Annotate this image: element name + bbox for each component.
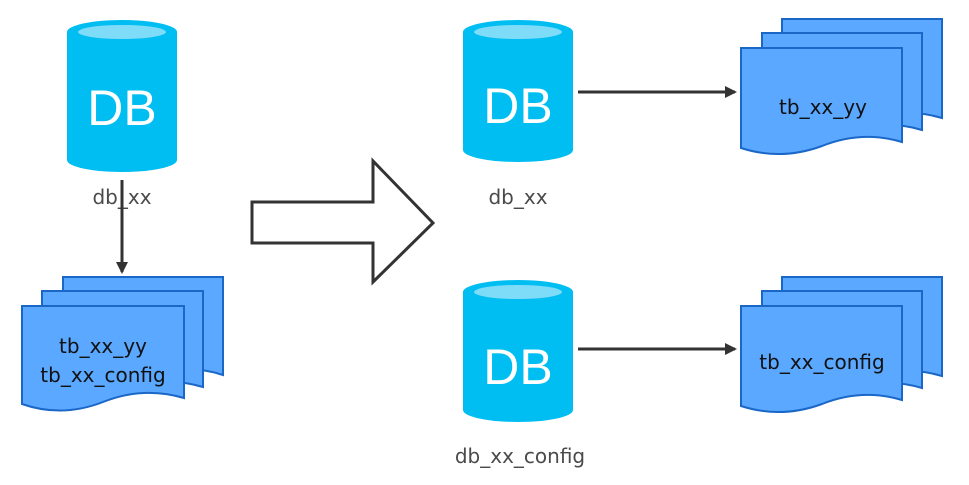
after-database-1: DB db_xx <box>463 20 573 209</box>
before-tables: tb_xx_yy tb_xx_config <box>21 276 224 412</box>
database-cylinder-icon <box>463 20 573 162</box>
table-name-line-1: tb_xx_config <box>759 350 884 374</box>
after-database-2: DB db_xx_config <box>455 280 585 468</box>
after-tables-2: tb_xx_config <box>740 276 943 413</box>
db-icon-text: DB <box>483 78 552 134</box>
table-name-line-1: tb_xx_yy <box>59 334 147 358</box>
database-cylinder-icon <box>463 280 573 422</box>
document-stack-icon <box>740 18 943 155</box>
after-tables-1: tb_xx_yy <box>740 18 943 155</box>
db-icon-text: DB <box>87 80 156 136</box>
database-label: db_xx <box>488 185 547 209</box>
database-cylinder-icon <box>67 20 177 172</box>
document-stack-icon <box>21 276 224 412</box>
table-name-line-1: tb_xx_yy <box>779 95 867 119</box>
document-stack-icon <box>740 276 943 413</box>
db-icon-text: DB <box>483 339 552 395</box>
database-label: db_xx_config <box>455 444 585 468</box>
table-name-line-2: tb_xx_config <box>40 363 165 387</box>
before-database: DB db_xx <box>67 20 177 209</box>
transition-arrow-icon <box>250 157 436 286</box>
